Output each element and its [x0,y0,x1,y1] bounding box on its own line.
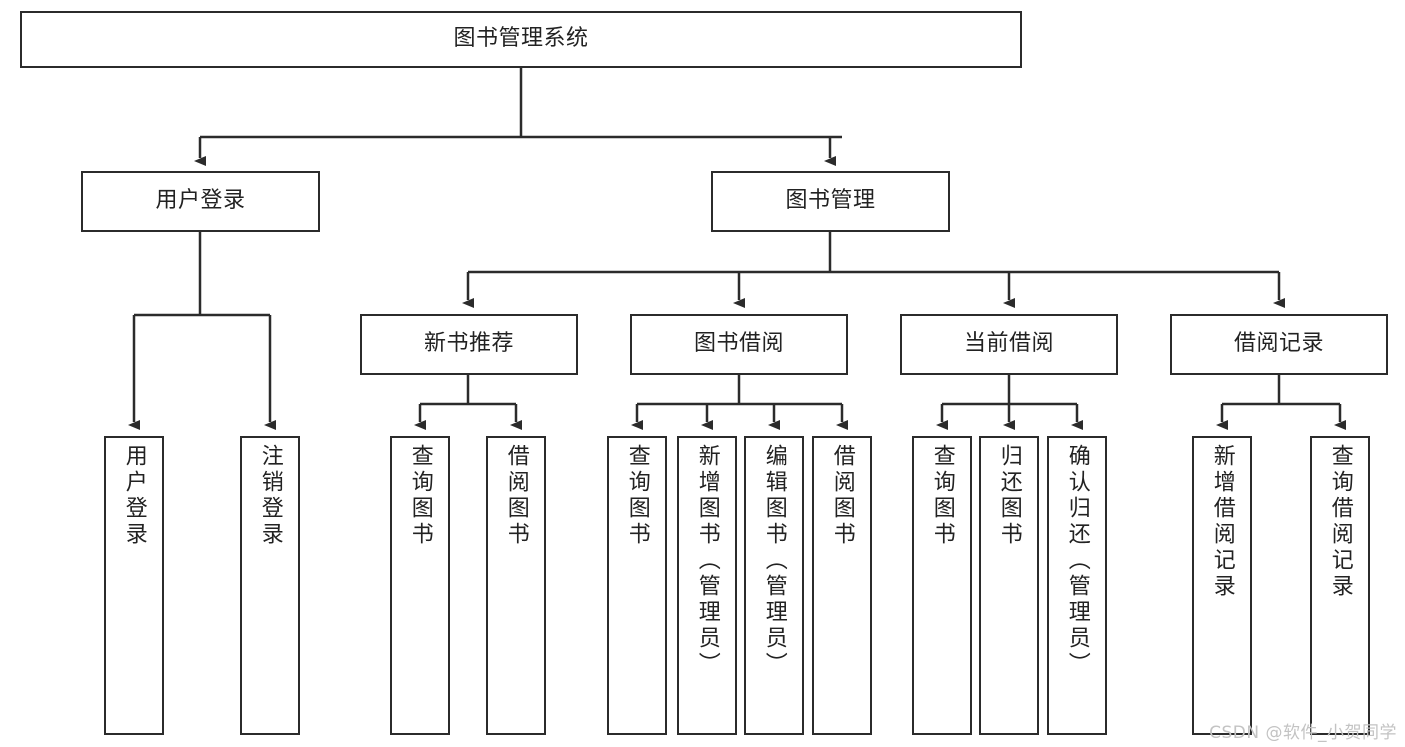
leaf-record-add-record[interactable]: 新增借阅记录 [1192,436,1252,735]
leaf-record-query-record[interactable]: 查询借阅记录 [1310,436,1370,735]
leaf-user-login-signin[interactable]: 用户登录 [104,436,164,735]
leaf-recommend-query-book-label: 查询图书 [407,444,433,548]
node-current-borrow[interactable]: 当前借阅 [900,314,1118,375]
node-borrow-record-label: 借阅记录 [1233,331,1324,357]
leaf-borrow-edit-book-admin[interactable]: 编辑图书（管理员） [744,436,804,735]
node-new-book-recommend[interactable]: 新书推荐 [360,314,578,375]
leaf-record-query-record-label: 查询借阅记录 [1327,444,1353,600]
node-new-book-recommend-label: 新书推荐 [423,331,514,357]
leaf-borrow-add-book-admin-label: 新增图书（管理员） [694,444,720,678]
csdn-watermark: CSDN @软件_小贺同学 [1209,723,1397,743]
leaf-borrow-query-book-label: 查询图书 [624,444,650,548]
node-book-borrow[interactable]: 图书借阅 [630,314,848,375]
node-user-login-label: 用户登录 [155,188,246,214]
leaf-current-confirm-return-admin-label: 确认归还（管理员） [1064,444,1090,678]
leaf-user-login-signout[interactable]: 注销登录 [240,436,300,735]
leaf-current-return-book-label: 归还图书 [996,444,1022,548]
leaf-recommend-query-book[interactable]: 查询图书 [390,436,450,735]
leaf-recommend-borrow-book[interactable]: 借阅图书 [486,436,546,735]
leaf-current-return-book[interactable]: 归还图书 [979,436,1039,735]
node-borrow-record[interactable]: 借阅记录 [1170,314,1388,375]
leaf-borrow-add-book-admin[interactable]: 新增图书（管理员） [677,436,737,735]
leaf-current-confirm-return-admin[interactable]: 确认归还（管理员） [1047,436,1107,735]
leaf-user-login-signin-label: 用户登录 [121,444,147,548]
node-book-borrow-label: 图书借阅 [693,331,784,357]
leaf-recommend-borrow-book-label: 借阅图书 [503,444,529,548]
leaf-borrow-borrow-book-label: 借阅图书 [829,444,855,548]
leaf-current-query-book[interactable]: 查询图书 [912,436,972,735]
leaf-borrow-edit-book-admin-label: 编辑图书（管理员） [761,444,787,678]
node-book-management[interactable]: 图书管理 [711,171,950,232]
node-user-login[interactable]: 用户登录 [81,171,320,232]
node-current-borrow-label: 当前借阅 [963,331,1054,357]
node-book-management-label: 图书管理 [785,188,876,214]
node-root-system-label: 图书管理系统 [453,26,589,52]
leaf-user-login-signout-label: 注销登录 [257,444,283,548]
leaf-borrow-borrow-book[interactable]: 借阅图书 [812,436,872,735]
leaf-current-query-book-label: 查询图书 [929,444,955,548]
node-root-system[interactable]: 图书管理系统 [20,11,1022,68]
leaf-borrow-query-book[interactable]: 查询图书 [607,436,667,735]
leaf-record-add-record-label: 新增借阅记录 [1209,444,1235,600]
